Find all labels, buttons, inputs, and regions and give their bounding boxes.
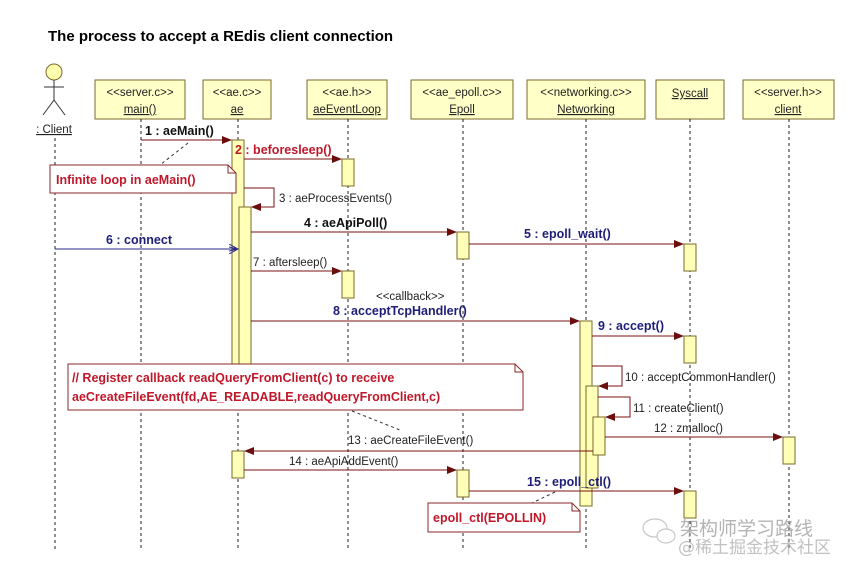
message-5[interactable]: 5 : epoll_wait() bbox=[469, 227, 684, 248]
svg-text:5 : epoll_wait(): 5 : epoll_wait() bbox=[524, 227, 611, 241]
participant-main[interactable]: <<server.c>> main() bbox=[94, 79, 186, 120]
svg-text:9 : accept(): 9 : accept() bbox=[598, 319, 664, 333]
message-1[interactable]: 1 : aeMain() bbox=[141, 124, 232, 144]
message-12[interactable]: 12 : zmalloc() bbox=[605, 423, 783, 441]
svg-text:ae: ae bbox=[231, 104, 244, 116]
wechat-icon bbox=[642, 518, 676, 544]
svg-text:架构师学习路线: 架构师学习路线 bbox=[680, 518, 813, 540]
svg-text:<<ae.c>>: <<ae.c>> bbox=[213, 87, 262, 99]
svg-text:<<networking.c>>: <<networking.c>> bbox=[540, 87, 632, 99]
svg-text:<<callback>>: <<callback>> bbox=[376, 291, 445, 303]
svg-text:4 : aeApiPoll(): 4 : aeApiPoll() bbox=[304, 216, 387, 230]
message-6[interactable]: 6 : connect bbox=[55, 233, 238, 249]
svg-text:epoll_ctl(EPOLLIN): epoll_ctl(EPOLLIN) bbox=[433, 511, 546, 525]
message-11[interactable]: 11 : createClient() bbox=[598, 396, 724, 421]
loop-activation-1 bbox=[341, 158, 355, 187]
client-activation bbox=[782, 436, 796, 465]
epoll-activation-1 bbox=[456, 231, 470, 260]
syscall-activation-2 bbox=[683, 335, 697, 364]
message-8[interactable]: <<callback>> 8 : acceptTcpHandler() bbox=[251, 291, 580, 325]
svg-text:13 : aeCreateFileEvent(): 13 : aeCreateFileEvent() bbox=[348, 435, 473, 447]
participant-epoll[interactable]: <<ae_epoll.c>> Epoll bbox=[410, 79, 514, 120]
message-13[interactable]: 13 : aeCreateFileEvent() bbox=[244, 435, 593, 455]
svg-text:6 : connect: 6 : connect bbox=[106, 233, 173, 247]
client-actor: : Client bbox=[36, 63, 73, 136]
actor-head-icon bbox=[45, 63, 63, 81]
epoll-activation-2 bbox=[456, 469, 470, 498]
participant-client[interactable]: <<server.h>> client bbox=[742, 79, 835, 120]
message-9[interactable]: 9 : accept() bbox=[592, 319, 684, 340]
svg-text:Syscall: Syscall bbox=[672, 88, 708, 100]
svg-text:15 : epoll_ctl(): 15 : epoll_ctl() bbox=[527, 475, 611, 489]
svg-text:14 : aeApiAddEvent(): 14 : aeApiAddEvent() bbox=[289, 456, 398, 468]
note-register-callback: // Register callback readQueryFromClient… bbox=[67, 363, 524, 431]
participant-ae[interactable]: <<ae.c>> ae bbox=[202, 79, 272, 120]
actor-label: : Client bbox=[36, 124, 73, 136]
loop-activation-2 bbox=[341, 270, 355, 299]
svg-text:aeEventLoop: aeEventLoop bbox=[313, 104, 381, 116]
participant-syscall[interactable]: Syscall bbox=[655, 79, 725, 120]
svg-text:<<server.c>>: <<server.c>> bbox=[106, 87, 173, 99]
svg-text:<<server.h>>: <<server.h>> bbox=[754, 87, 822, 99]
svg-text:2 : beforesleep(): 2 : beforesleep() bbox=[235, 143, 332, 157]
message-7[interactable]: 7 : aftersleep() bbox=[251, 257, 342, 275]
note-infinite-loop: Infinite loop in aeMain() bbox=[49, 142, 237, 194]
svg-text:main(): main() bbox=[124, 104, 157, 116]
svg-text:Epoll: Epoll bbox=[449, 104, 475, 116]
svg-text:client: client bbox=[775, 104, 803, 116]
message-10[interactable]: 10 : acceptCommonHandler() bbox=[592, 365, 776, 390]
svg-text:7 : aftersleep(): 7 : aftersleep() bbox=[253, 257, 327, 269]
participant-aeeventloop[interactable]: <<ae.h>> aeEventLoop bbox=[306, 79, 388, 120]
svg-text:<<ae_epoll.c>>: <<ae_epoll.c>> bbox=[422, 87, 502, 99]
svg-text:12 : zmalloc(): 12 : zmalloc() bbox=[654, 423, 723, 435]
watermark: 架构师学习路线 @稀土掘金技术社区 bbox=[642, 518, 831, 558]
message-4[interactable]: 4 : aeApiPoll() bbox=[251, 216, 457, 236]
svg-text:Networking: Networking bbox=[557, 104, 615, 116]
svg-text:Infinite loop in aeMain(): Infinite loop in aeMain() bbox=[56, 173, 196, 187]
diagram-title: The process to accept a REdis client con… bbox=[48, 28, 393, 45]
svg-text:3 : aeProcessEvents(): 3 : aeProcessEvents() bbox=[279, 193, 392, 205]
svg-text:// Register callback readQuery: // Register callback readQueryFromClient… bbox=[72, 371, 394, 385]
participant-networking[interactable]: <<networking.c>> Networking bbox=[526, 79, 646, 120]
message-3[interactable]: 3 : aeProcessEvents() bbox=[244, 187, 392, 211]
note-epoll-in: epoll_ctl(EPOLLIN) bbox=[427, 491, 581, 533]
syscall-activation-3 bbox=[683, 490, 697, 519]
svg-text:8 : acceptTcpHandler(): 8 : acceptTcpHandler() bbox=[333, 304, 467, 318]
message-15[interactable]: 15 : epoll_ctl() bbox=[469, 475, 684, 495]
svg-text:1 : aeMain(): 1 : aeMain() bbox=[145, 124, 214, 138]
syscall-activation-1 bbox=[683, 243, 697, 272]
svg-text:aeCreateFileEvent(fd,AE_READAB: aeCreateFileEvent(fd,AE_READABLE,readQue… bbox=[72, 390, 440, 404]
message-2[interactable]: 2 : beforesleep() bbox=[235, 143, 342, 163]
message-14[interactable]: 14 : aeApiAddEvent() bbox=[244, 456, 457, 474]
svg-text:<<ae.h>>: <<ae.h>> bbox=[322, 87, 372, 99]
svg-text:11 : createClient(): 11 : createClient() bbox=[633, 403, 724, 415]
svg-text:@稀土掘金技术社区: @稀土掘金技术社区 bbox=[678, 538, 831, 558]
svg-text:10 : acceptCommonHandler(): 10 : acceptCommonHandler() bbox=[625, 372, 776, 384]
net-activation-3 bbox=[592, 416, 606, 456]
ae-activation-2 bbox=[231, 450, 245, 479]
